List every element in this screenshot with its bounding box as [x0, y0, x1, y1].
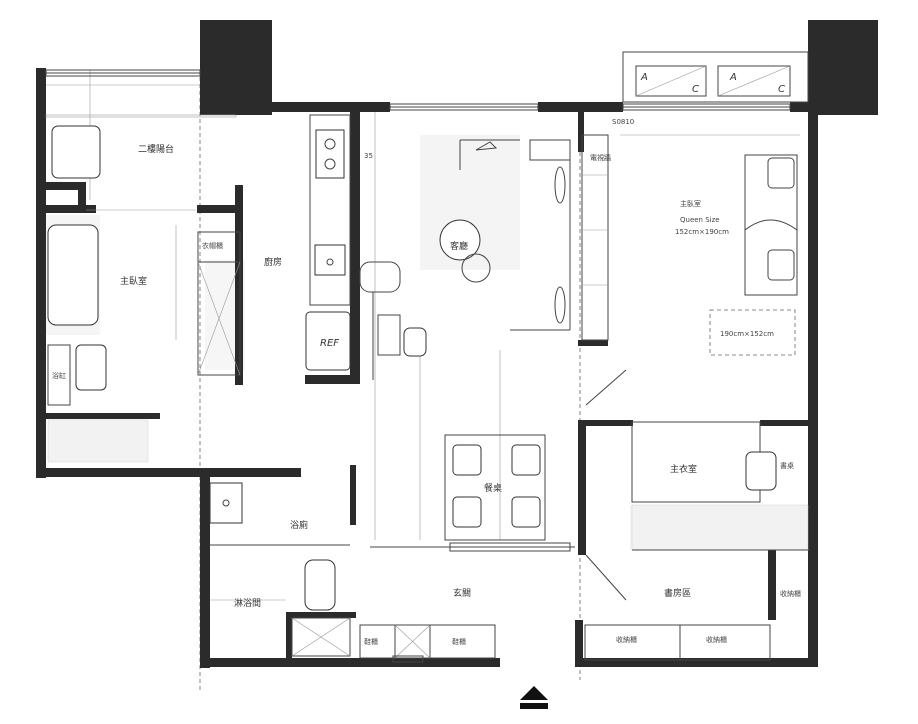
side-storage-label: 收納櫃: [780, 589, 801, 598]
kitchen-counter: [305, 114, 401, 380]
dining-label: 餐桌: [484, 482, 502, 494]
second-room-label: 主衣室: [670, 463, 697, 475]
entry-cabinets: [359, 624, 496, 663]
storage-label-1: 收納櫃: [616, 635, 637, 644]
structural-column-left: [200, 20, 272, 115]
living-label: 客廳: [450, 240, 468, 252]
bed-size-label: 主臥室: [680, 199, 701, 208]
bathroom-fixtures: [209, 482, 351, 657]
living-furniture: [403, 134, 609, 357]
window-tag-a2: A: [729, 72, 737, 83]
left-room-fixtures: [47, 224, 177, 463]
north-arrow-icon: [520, 686, 548, 709]
window-tag-a1: A: [640, 72, 648, 83]
powder-room-label: 浴廁: [290, 519, 308, 531]
master-bedroom-furniture: [620, 134, 800, 356]
second-room-furniture: [584, 369, 810, 661]
desk-label: 書桌: [780, 461, 794, 470]
tub-label: 浴缸: [52, 371, 66, 380]
left-room-label: 主臥室: [120, 275, 147, 287]
dining-set: [370, 434, 575, 552]
window-tag-c2: C: [778, 84, 785, 95]
bed-plan-dim: 190cm×152cm: [720, 330, 774, 338]
bed-queen-label: Queen Size: [680, 216, 720, 224]
balcony-furniture: [45, 114, 237, 211]
study-label: 書房區: [664, 587, 691, 599]
balcony-label: 二樓陽台: [138, 143, 174, 155]
window-code: S0810: [612, 118, 634, 126]
cooktop-mark: 35: [364, 152, 373, 160]
window-tag-c1: C: [692, 84, 699, 95]
windows: [45, 51, 809, 111]
wardrobe: [197, 231, 241, 376]
wardrobe-label: 衣帽櫃: [202, 241, 223, 250]
kitchen-label: 廚房: [264, 256, 282, 268]
tv-wall-label: 電視牆: [590, 153, 611, 162]
fridge-label: REF: [320, 338, 339, 349]
structural-column-right: [808, 20, 878, 115]
bed-dim-label: 152cm×190cm: [675, 228, 729, 236]
shoe-cabinet-label-1: 鞋櫃: [364, 637, 378, 646]
walls: [36, 68, 818, 668]
entry-label: 玄關: [453, 587, 471, 599]
storage-label-2: 收納櫃: [706, 635, 727, 644]
shower-label: 淋浴間: [234, 597, 261, 609]
shoe-cabinet-label-2: 鞋櫃: [452, 637, 466, 646]
